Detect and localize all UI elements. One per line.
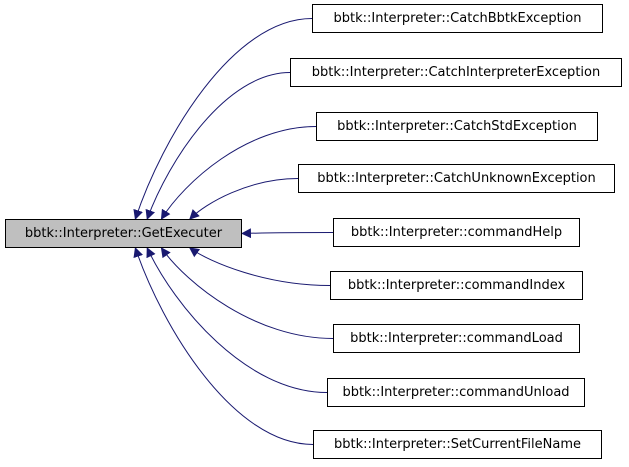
node-get-executer: bbtk::Interpreter::GetExecuter: [5, 219, 242, 248]
node-catch-std-exception[interactable]: bbtk::Interpreter::CatchStdException: [316, 112, 598, 141]
node-command-index[interactable]: bbtk::Interpreter::commandIndex: [330, 271, 583, 300]
caller-edge-arrow: [160, 126, 317, 220]
caller-edge-arrow: [145, 72, 291, 220]
caller-edge-arrow: [189, 247, 331, 286]
caller-edge-arrow: [241, 228, 334, 239]
node-catch-unknown-exception[interactable]: bbtk::Interpreter::CatchUnknownException: [298, 164, 615, 193]
node-catch-bbtk-exception[interactable]: bbtk::Interpreter::CatchBbtkException: [312, 4, 603, 33]
node-command-unload[interactable]: bbtk::Interpreter::commandUnload: [327, 378, 585, 407]
caller-edge-arrow: [160, 247, 334, 339]
caller-edge-arrow: [133, 18, 313, 220]
caller-edge-arrow: [146, 247, 328, 393]
node-catch-interpreter-exception[interactable]: bbtk::Interpreter::CatchInterpreterExcep…: [290, 58, 622, 87]
caller-edge-arrow: [133, 247, 314, 445]
node-command-load[interactable]: bbtk::Interpreter::commandLoad: [333, 324, 580, 353]
caller-edge-arrow: [189, 178, 299, 220]
node-set-current-file-name[interactable]: bbtk::Interpreter::SetCurrentFileName: [313, 430, 602, 459]
node-command-help[interactable]: bbtk::Interpreter::commandHelp: [333, 218, 580, 247]
